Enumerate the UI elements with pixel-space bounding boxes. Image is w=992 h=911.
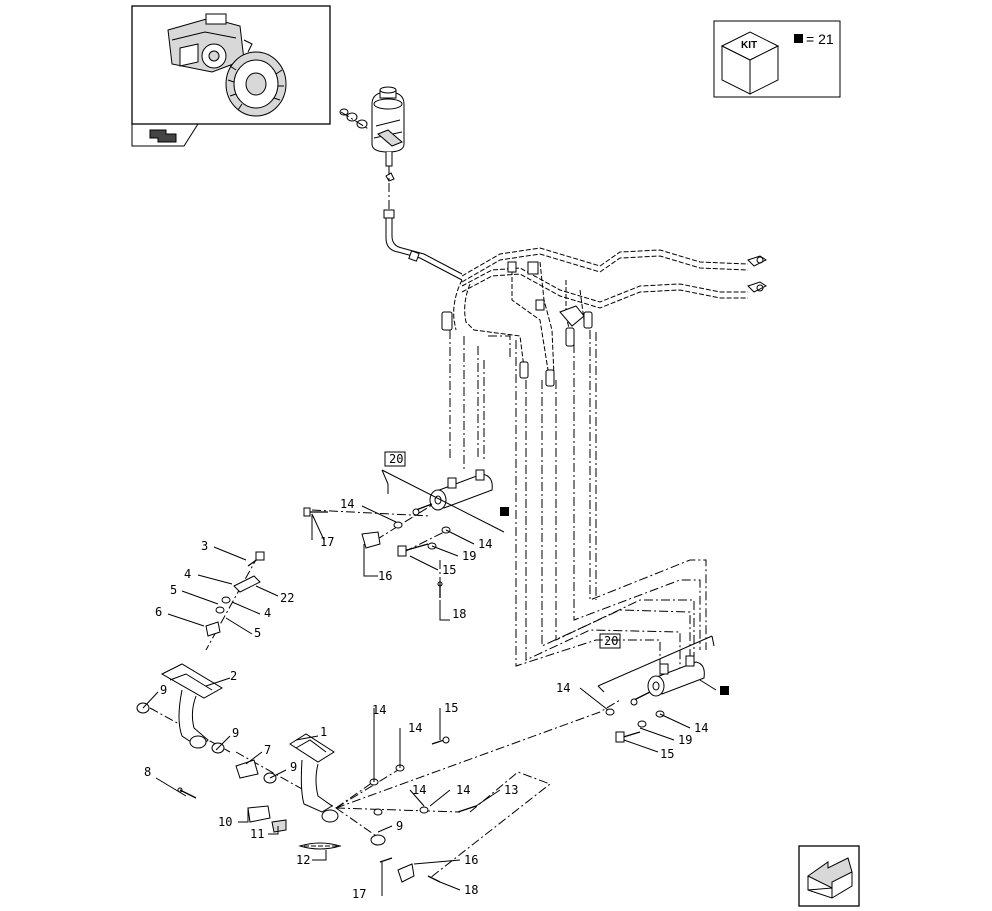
- kit-marker-icon: [720, 686, 729, 695]
- callout-16: 16: [378, 569, 392, 583]
- callout-14: 14: [412, 783, 426, 797]
- callout-14: 14: [340, 497, 354, 511]
- ref-box-lower-label: 20: [604, 634, 618, 648]
- callout-22: 22: [280, 591, 294, 605]
- callout-19: 19: [678, 733, 692, 747]
- fluid-reservoir: [339, 86, 405, 212]
- overview-thumbnail[interactable]: [131, 5, 331, 125]
- brake-pipes: [383, 209, 767, 387]
- ref-box-upper-label: 20: [389, 452, 403, 466]
- callout-9: 9: [290, 760, 297, 774]
- callout-8: 8: [144, 765, 151, 779]
- callout-12: 12: [296, 853, 310, 867]
- callout-4: 4: [264, 606, 271, 620]
- callout-17: 17: [320, 535, 334, 549]
- callout-18: 18: [464, 883, 478, 897]
- kit-legend: KIT = 21: [713, 20, 841, 98]
- kit-marker-icon: [500, 507, 509, 516]
- callout-9: 9: [160, 683, 167, 697]
- callout-18: 18: [452, 607, 466, 621]
- callout-3: 3: [201, 539, 208, 553]
- callout-labels: 3 4 22 4 5 5 6 2 9 9 7 9 8 1 10 11 12 9 …: [144, 497, 708, 901]
- callout-14: 14: [372, 703, 386, 717]
- callout-leaders: [142, 505, 691, 896]
- callout-10: 10: [218, 815, 232, 829]
- callout-11: 11: [250, 827, 264, 841]
- pedal-top-parts: [205, 551, 265, 637]
- callout-14: 14: [694, 721, 708, 735]
- centre-lines: [149, 330, 707, 879]
- master-cylinder-upper: 20: [303, 451, 509, 598]
- callout-4: 4: [184, 567, 191, 581]
- next-page-arrow-button[interactable]: [798, 845, 860, 907]
- callout-9: 9: [396, 819, 403, 833]
- callout-13: 13: [504, 783, 518, 797]
- ref-box-upper: [384, 451, 406, 467]
- callout-14: 14: [556, 681, 570, 695]
- callout-14: 14: [456, 783, 470, 797]
- return-arrow-tab[interactable]: [131, 123, 199, 147]
- callout-7: 7: [264, 743, 271, 757]
- callout-16: 16: [464, 853, 478, 867]
- callout-2: 2: [230, 669, 237, 683]
- kit-square-icon: [794, 34, 803, 43]
- callout-19: 19: [462, 549, 476, 563]
- callout-6: 6: [155, 605, 162, 619]
- ref-box-lower: [599, 633, 621, 649]
- master-cylinder-lower: 20: [597, 633, 729, 743]
- callout-5: 5: [170, 583, 177, 597]
- kit-equals: = 21: [806, 31, 834, 47]
- callout-15: 15: [442, 563, 456, 577]
- callout-15: 15: [444, 701, 458, 715]
- callout-9: 9: [232, 726, 239, 740]
- callout-17: 17: [352, 887, 366, 901]
- callout-14: 14: [408, 721, 422, 735]
- callout-15: 15: [660, 747, 674, 761]
- callout-5: 5: [254, 626, 261, 640]
- clutch-pedal-right: [247, 733, 477, 883]
- brake-pedal-left: [136, 663, 277, 799]
- callout-1: 1: [320, 725, 327, 739]
- kit-badge: KIT: [741, 40, 757, 51]
- callout-14: 14: [478, 537, 492, 551]
